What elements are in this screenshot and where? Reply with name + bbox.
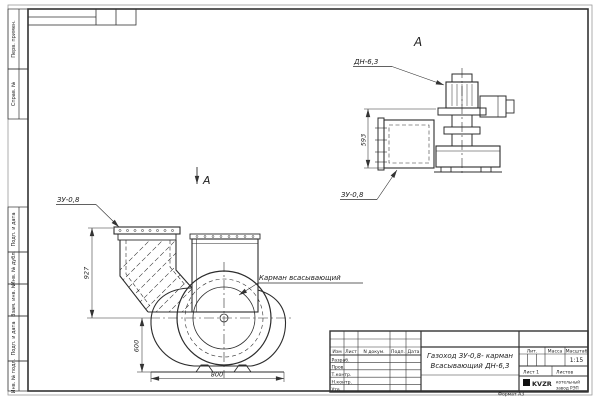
dim-600-label: 600 bbox=[133, 340, 141, 352]
doc-name-line2: Всасывающий ДН-6,3 bbox=[431, 362, 510, 370]
flange-bolt-holes bbox=[118, 229, 174, 232]
margin-blocks bbox=[7, 8, 29, 392]
company-name-line1: котельный bbox=[556, 380, 580, 385]
view-direction-marker: А bbox=[202, 174, 211, 187]
tb-header-data: Дата bbox=[408, 349, 420, 355]
dim-927-label: 927 bbox=[83, 266, 91, 279]
pocket-label: Карман всасывающий bbox=[259, 274, 341, 282]
margin-label: Инв. № подл. bbox=[11, 358, 17, 393]
margin-label: Перв. примен. bbox=[11, 20, 17, 58]
motor-fins bbox=[451, 84, 473, 106]
tb-mass-label: Масса bbox=[548, 348, 563, 354]
tb-header-list: Лист bbox=[345, 349, 357, 355]
tb-lit-label: Лит. bbox=[527, 348, 538, 354]
fan-label: ДН-6,3 bbox=[353, 58, 378, 66]
tb-scale-label: Масштаб bbox=[566, 348, 588, 354]
view-a-duct-label: ЗУ-0,8 bbox=[341, 191, 364, 199]
tb-row-label: Разраб. bbox=[332, 357, 350, 363]
tb-row-label: Пров. bbox=[332, 365, 345, 371]
format-label: Формат А3 bbox=[498, 392, 524, 398]
margin-labels: Перв. примен. Справ. № Подп. и дата Инв.… bbox=[11, 20, 17, 393]
tb-row-label: Т.контр. bbox=[331, 372, 352, 378]
title-block-texts: Изм Лист N докум. Подп. Дата Разраб. Про… bbox=[331, 348, 588, 393]
sheet-frame bbox=[7, 4, 593, 396]
view-a bbox=[340, 66, 515, 200]
corner-stamp bbox=[27, 8, 137, 26]
tb-row-label: Н.контр. bbox=[332, 380, 353, 386]
box-bolt-holes bbox=[195, 235, 255, 238]
flange-bolt-ticks bbox=[375, 127, 387, 163]
margin-label: Инв. № дубл. bbox=[11, 250, 17, 285]
dim-800-label: 800 bbox=[211, 371, 223, 379]
front-view bbox=[56, 167, 363, 382]
view-a-marker: А bbox=[413, 35, 422, 49]
tb-header-izm: Изм bbox=[332, 349, 342, 355]
tb-row-label: Утв. bbox=[332, 387, 342, 393]
margin-label: Справ. № bbox=[11, 81, 17, 106]
tb-header-podp: Подп. bbox=[391, 349, 405, 355]
margin-label: Взам. инв. № bbox=[11, 282, 17, 317]
margin-label: Подп. и дата bbox=[11, 321, 17, 355]
tb-sheets: Листов bbox=[556, 370, 573, 376]
doc-name-line1: Газоход ЗУ-0,8- карман bbox=[427, 352, 513, 360]
tb-header-doc: N докум. bbox=[363, 349, 384, 355]
front-view-texts: ЗУ-0,8 Карман всасывающий 927 600 800 А bbox=[57, 174, 341, 379]
dim-593-label: 593 bbox=[360, 134, 368, 146]
tb-sheet-no: Лист 1 bbox=[523, 370, 539, 376]
view-a-texts: А ДН-6,3 ЗУ-0,8 593 bbox=[341, 35, 422, 199]
front-duct-label: ЗУ-0,8 bbox=[57, 196, 80, 204]
company-logo-text: KVZR bbox=[532, 380, 552, 388]
company-logo-mark bbox=[523, 379, 530, 386]
tb-scale-value: 1:15 bbox=[570, 357, 584, 364]
margin-label: Подп. и дата bbox=[11, 212, 17, 246]
company-name-line2: завод РЭП bbox=[556, 386, 579, 391]
title-block bbox=[329, 330, 589, 393]
